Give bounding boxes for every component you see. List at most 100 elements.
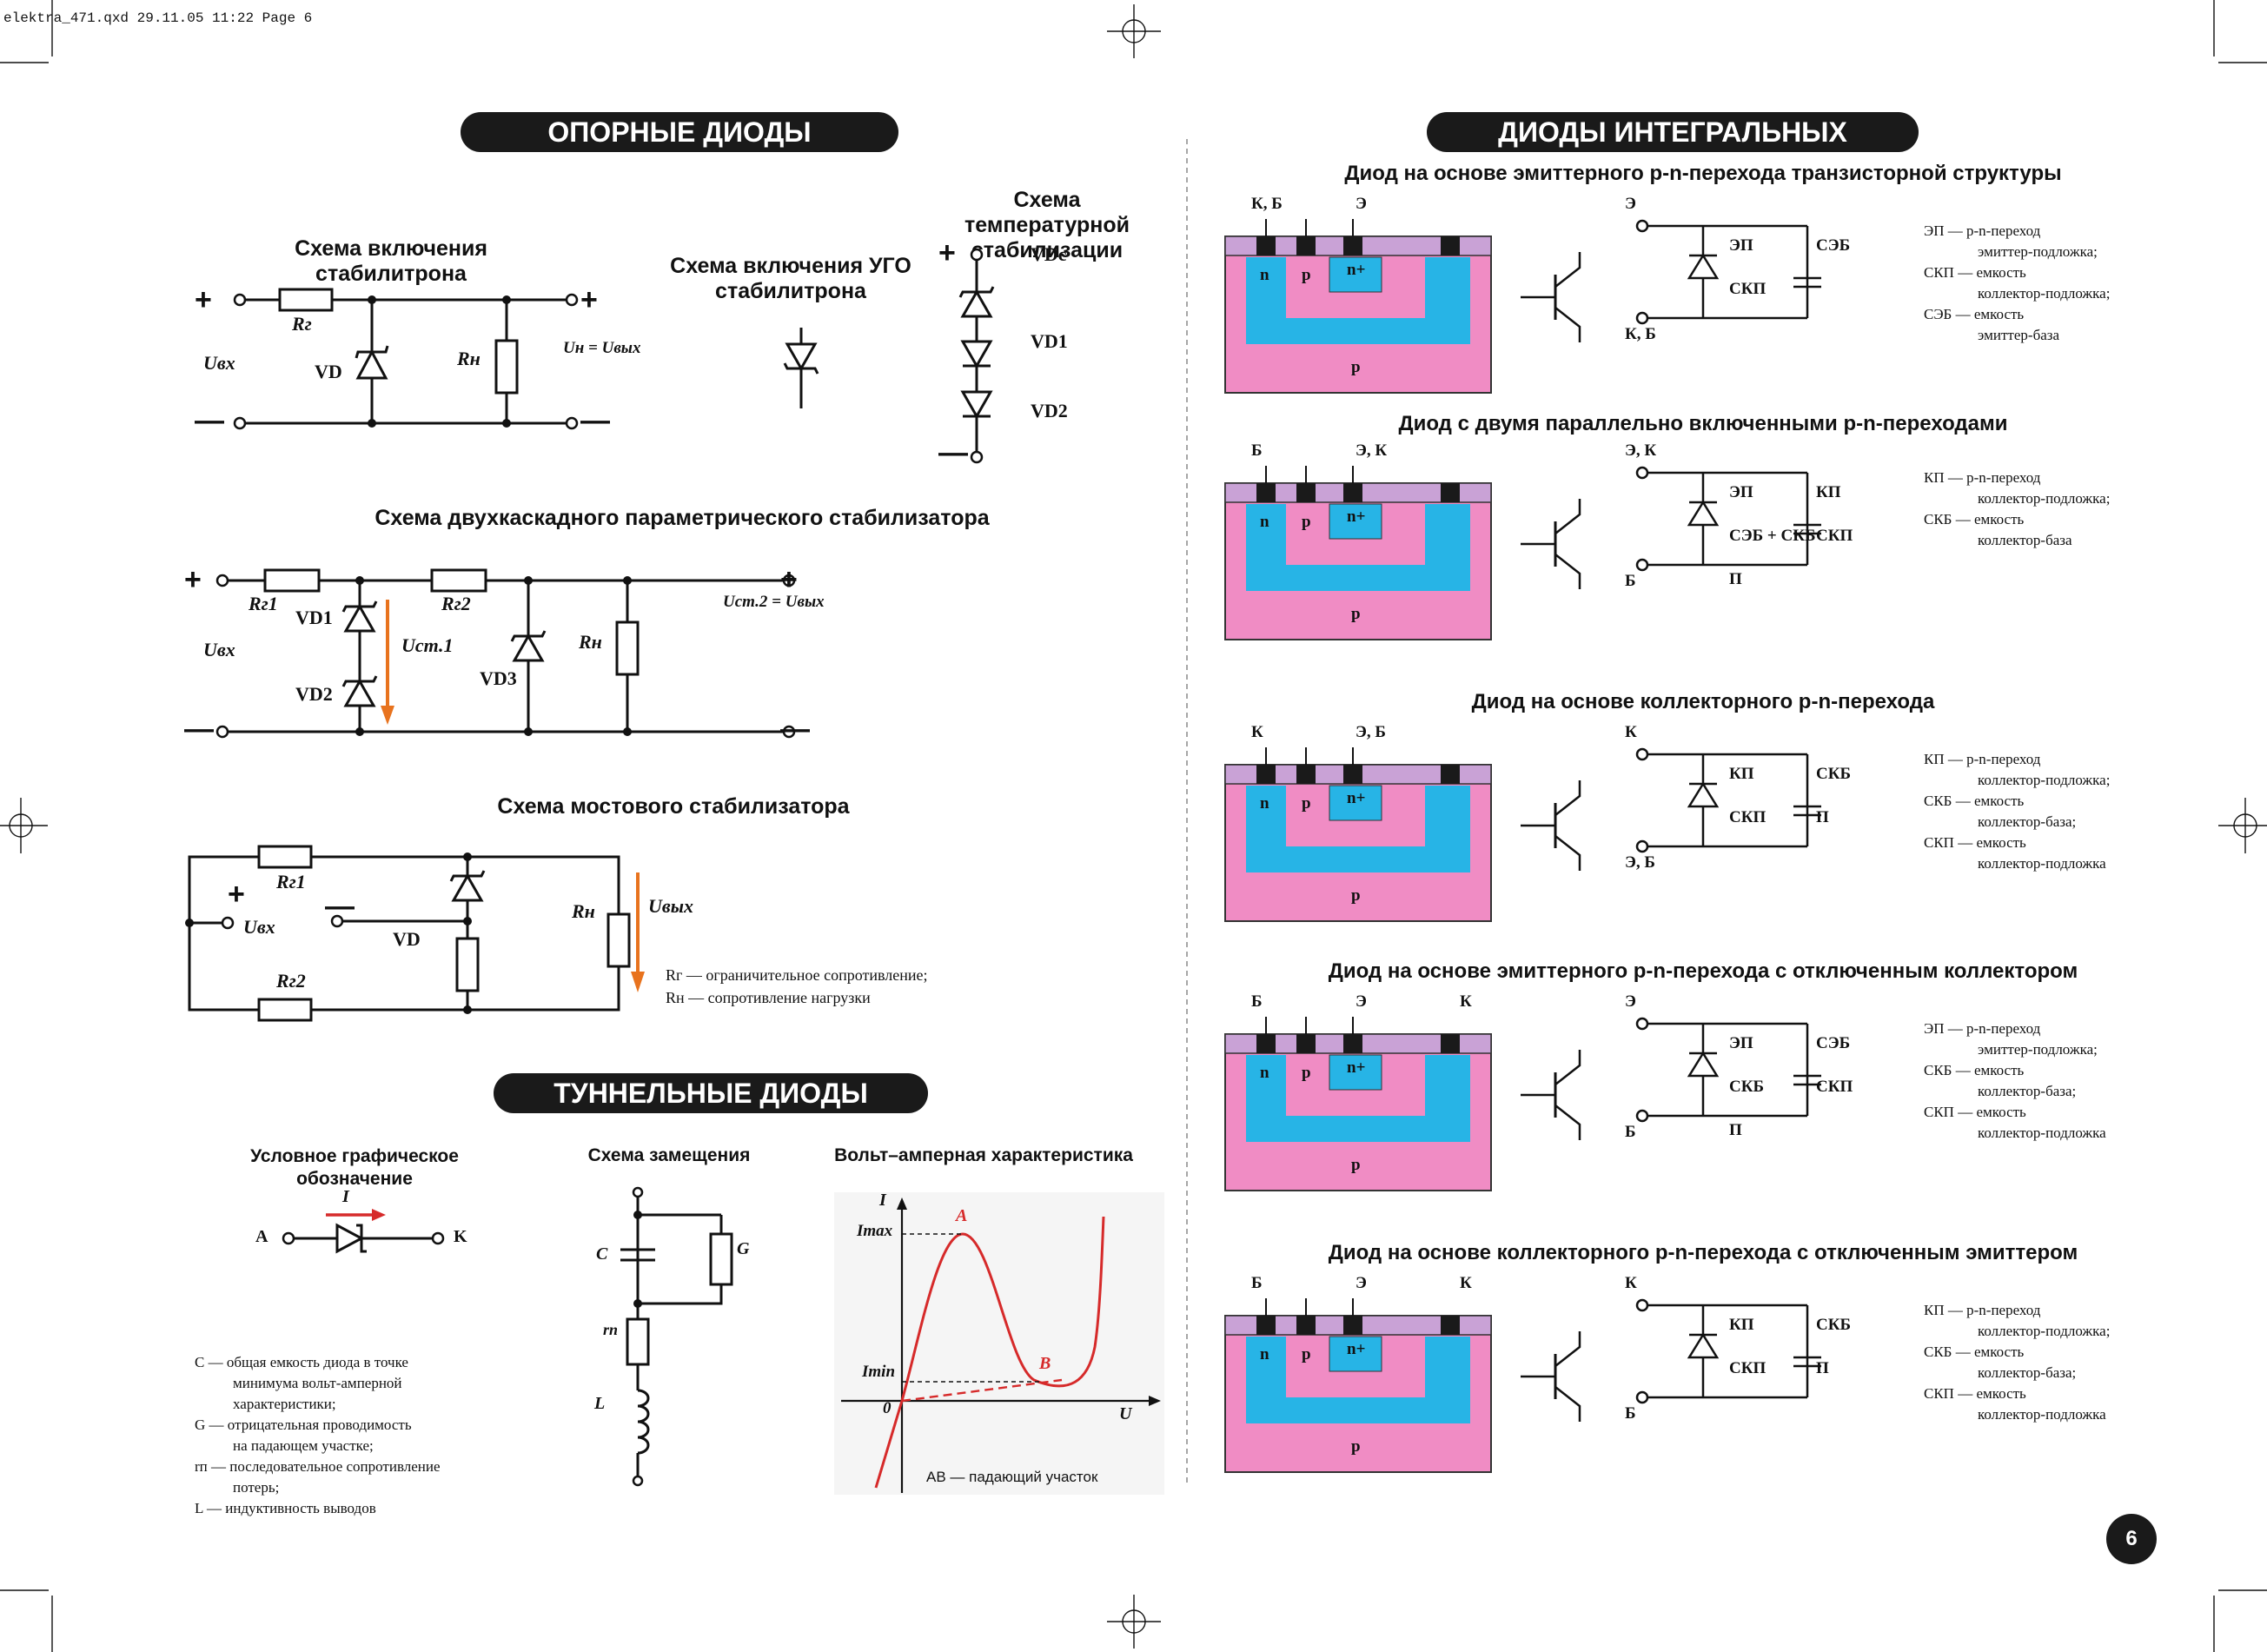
circuit-label: П	[1729, 1121, 1742, 1139]
legend-line: коллектор-подложка;	[1978, 285, 2111, 302]
legend-line: эмиттер-подложка;	[1978, 1041, 2098, 1058]
tunnel-symbol-title: Условное графическое обозначение	[250, 1146, 459, 1189]
pin-label: К	[1460, 1274, 1472, 1292]
minus-temp: —	[938, 436, 968, 469]
legend-line: ЭП — p-n-переход	[1924, 1020, 2041, 1037]
label-ust1: Uст.1	[401, 634, 454, 656]
contact-pad	[1343, 483, 1362, 502]
terminal-top	[1635, 1017, 1649, 1031]
banner-zener: ОПОРНЫЕ ДИОДЫ (СТАБИЛИТРОНЫ)	[461, 112, 898, 188]
label-bridge-rn: Rн	[572, 900, 595, 922]
minus-1: —	[195, 404, 224, 437]
label-vd1: VD1	[295, 607, 333, 628]
contact-pad	[1343, 765, 1362, 784]
banner-ic-diodes: ДИОДЫ ИНТЕГРАЛЬНЫХ МИКРОСХЕМ	[1427, 112, 1919, 188]
legend-line: СКБ — емкость	[1924, 1343, 2025, 1360]
circuit-label: ЭП	[1729, 483, 1753, 501]
layer-substrate-label: p	[1351, 605, 1361, 623]
legend-line: СКП — емкость	[1924, 1385, 2026, 1402]
label-i-arrow: I	[342, 1187, 349, 1206]
emitter-layer	[1329, 503, 1382, 540]
contact-pad	[1256, 236, 1276, 255]
circuit-label: СЭБ + СКБ	[1729, 527, 1816, 545]
label-un-uvyx: Uн = Uвых	[563, 339, 641, 357]
emitter-layer	[1329, 1336, 1382, 1372]
legend-line: эмиттер-подложка;	[1978, 243, 2098, 260]
circuit-terminal-top: Э, К	[1625, 441, 1657, 460]
two-stage-title: Схема двухкаскадного параметрического ст…	[375, 506, 990, 530]
contact-pad	[1343, 236, 1362, 255]
label-bridge-rg2: Rг2	[276, 970, 306, 992]
label-c: C	[596, 1244, 608, 1264]
pin-label: Б	[1251, 1274, 1263, 1292]
legend-line: КП — p-n-переход	[1924, 469, 2041, 486]
legend-line: СКП — емкость	[1924, 264, 2026, 281]
layer-p-label: p	[1302, 266, 1311, 284]
minus-4: —	[780, 713, 810, 746]
contact-pad	[1296, 236, 1316, 255]
section-title: Диод на основе эмиттерного p-n-перехода …	[1328, 959, 2078, 983]
diode-symbol	[1687, 1332, 1720, 1359]
circuit-label: СКП	[1729, 280, 1767, 298]
tunnel-legend-5: на падающем участке;	[233, 1437, 374, 1454]
emitter-layer	[1329, 1054, 1382, 1091]
contact-pad	[1441, 236, 1460, 255]
transistor-emitter	[1554, 1105, 1581, 1140]
label-imin: Imin	[862, 1363, 896, 1381]
pin-label: Э	[1356, 195, 1367, 213]
legend-line: коллектор-база	[1978, 532, 2072, 548]
terminal-bottom	[1635, 311, 1649, 325]
tunnel-legend-3: характеристики;	[233, 1396, 336, 1412]
circuit-terminal-bottom: К, Б	[1625, 325, 1656, 343]
section-title: Диод на основе коллекторного p-n-переход…	[1471, 690, 1935, 713]
label-bridge-rg1: Rг1	[276, 871, 306, 892]
circuit-terminal-bottom: Э, Б	[1625, 853, 1655, 872]
temp-stab-title: Схема температурной стабилизации	[964, 188, 1130, 262]
minus-3: —	[184, 713, 214, 746]
transistor-collector	[1554, 499, 1581, 534]
tunnel-legend-6: rп — последовательное сопротивление	[195, 1458, 441, 1475]
label-point-b: B	[1039, 1354, 1051, 1373]
circuit-terminal-top: К	[1625, 723, 1637, 741]
transistor-emitter	[1554, 835, 1581, 871]
label-k-terminal: K	[454, 1227, 467, 1246]
contact-pad	[1441, 483, 1460, 502]
section-title: Диод с двумя параллельно включенными p-n…	[1398, 412, 2008, 435]
circuit-terminal-top: К	[1625, 1274, 1637, 1292]
page-number: 6	[2106, 1514, 2157, 1564]
plus-4: +	[780, 563, 798, 596]
plus-1: +	[195, 283, 212, 316]
terminal-bottom	[1635, 558, 1649, 572]
layer-nplus-label: n+	[1347, 1058, 1366, 1077]
terminal-top	[1635, 219, 1649, 233]
layer-n-label: n	[1260, 1345, 1269, 1363]
label-vd2: VD2	[295, 683, 333, 705]
zener-symbol-title: Схема включения УГО стабилитрона	[670, 254, 911, 303]
circuit-label: ЭП	[1729, 1034, 1753, 1052]
circuit-label: КП	[1729, 1316, 1754, 1334]
legend-line: коллектор-подложка;	[1978, 1323, 2111, 1339]
tunnel-legend-1: C — общая емкость диода в точке	[195, 1354, 408, 1370]
print-slug: elektra_471.qxd 29.11.05 11:22 Page 6	[3, 10, 313, 26]
pin-label: Б	[1251, 441, 1263, 460]
pin-label: К	[1460, 992, 1472, 1011]
circuit-label: СЭБ	[1816, 1034, 1851, 1052]
circuit-label: ЭП	[1729, 236, 1753, 255]
pin-label: Э, Б	[1356, 723, 1386, 741]
terminal-top	[1635, 1298, 1649, 1312]
contact-pad	[1256, 1316, 1276, 1335]
circuit-label: П	[1729, 570, 1742, 588]
transistor-collector	[1554, 780, 1581, 816]
label-uvx: Uвх	[203, 352, 235, 374]
circuit-label: П	[1816, 808, 1829, 826]
section-title: Диод на основе коллекторного p-n-переход…	[1328, 1241, 2078, 1264]
emitter-layer	[1329, 785, 1382, 821]
plus-bridge: +	[228, 878, 245, 911]
layer-n-label: n	[1260, 794, 1269, 813]
pin-label: Э, К	[1356, 441, 1388, 460]
terminal-bottom	[1635, 839, 1649, 853]
legend-line: коллектор-подложка;	[1978, 772, 2111, 788]
